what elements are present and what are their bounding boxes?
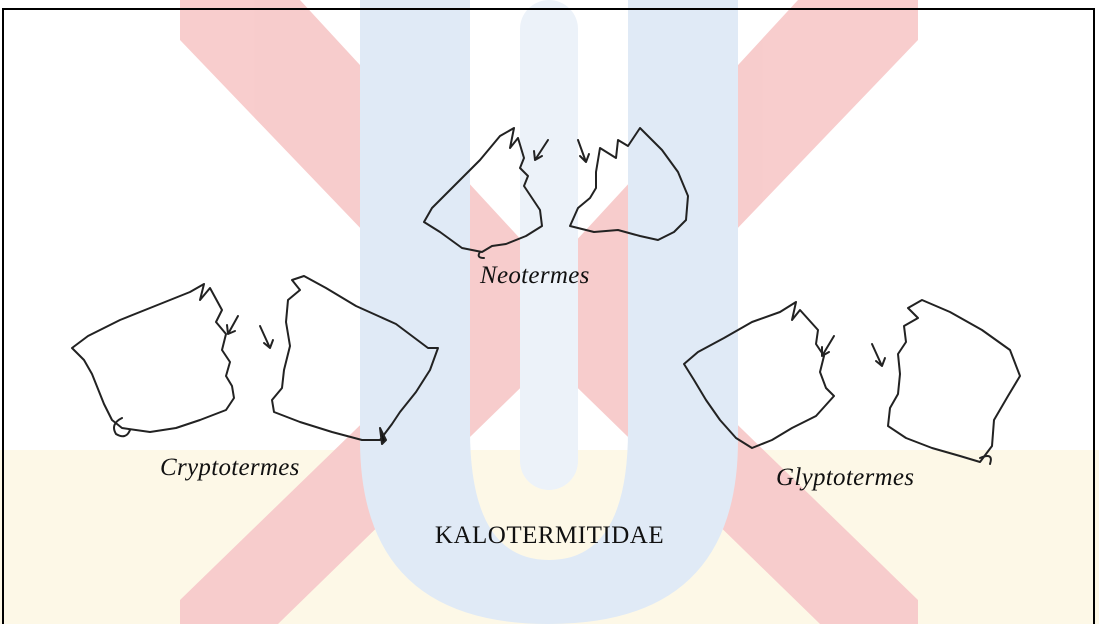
genus-label-cryptotermes: Cryptotermes (160, 454, 300, 482)
genus-label-neotermes: Neotermes (480, 262, 590, 290)
genus-label-glyptotermes: Glyptotermes (776, 464, 914, 492)
family-title: KALOTERMITIDAE (0, 522, 1099, 550)
